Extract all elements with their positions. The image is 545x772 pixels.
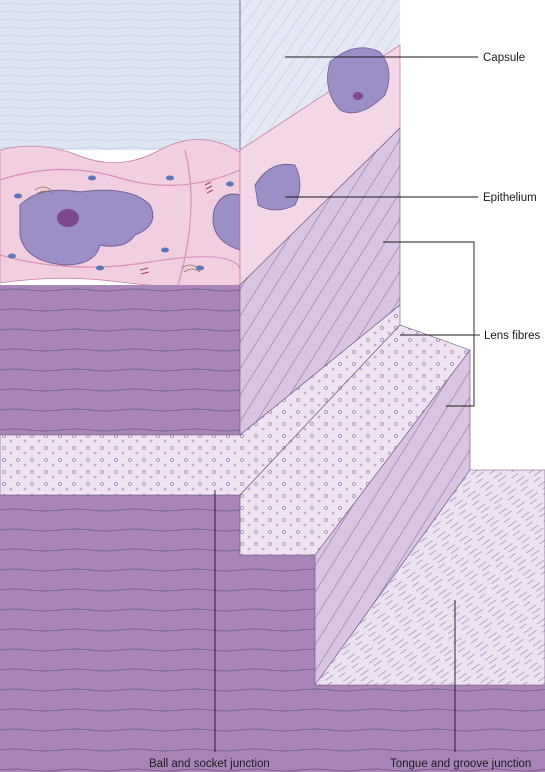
- label-ball-socket-junction: Ball and socket junction: [149, 758, 270, 770]
- ball-socket-band: [0, 304, 471, 556]
- tongue-groove-face: [314, 469, 545, 686]
- epithelium-layer: [0, 44, 401, 288]
- capsule-layer: [0, 0, 400, 150]
- capsule-side-face: [240, 0, 400, 150]
- label-epithelium: Epithelium: [483, 192, 537, 204]
- nucleus: [19, 189, 154, 266]
- leader-lines: [214, 56, 480, 752]
- nucleolus: [57, 209, 79, 227]
- label-tongue-groove-junction: Tongue and groove junction: [390, 758, 531, 770]
- lens-fibres-front: [0, 285, 545, 772]
- label-capsule: Capsule: [483, 52, 525, 64]
- organelles: [8, 175, 234, 271]
- capsule-front-face: [0, 0, 240, 150]
- label-lens-fibres: Lens fibres: [484, 330, 541, 342]
